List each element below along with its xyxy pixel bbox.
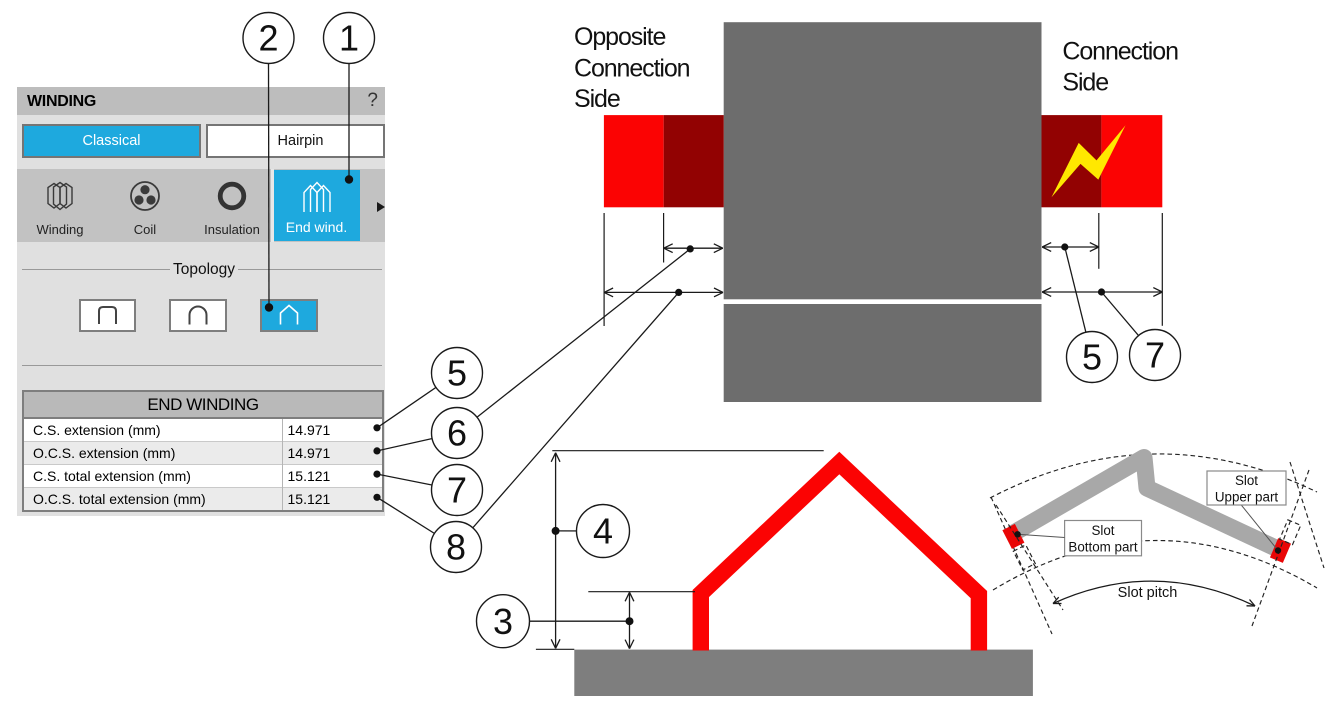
svg-text:Connection: Connection <box>574 55 690 83</box>
svg-text:Bottom part: Bottom part <box>1068 539 1137 554</box>
svg-text:7: 7 <box>447 470 467 511</box>
svg-text:5: 5 <box>447 353 467 394</box>
svg-text:8: 8 <box>446 527 466 568</box>
svg-text:Opposite: Opposite <box>574 23 665 51</box>
svg-text:2: 2 <box>258 18 278 59</box>
svg-text:1: 1 <box>339 18 359 59</box>
svg-text:4: 4 <box>593 511 613 552</box>
svg-text:7: 7 <box>1145 335 1165 376</box>
svg-text:Slot: Slot <box>1235 473 1258 488</box>
svg-text:Slot: Slot <box>1091 523 1114 538</box>
svg-text:Connection: Connection <box>1062 38 1178 66</box>
svg-text:6: 6 <box>447 413 467 454</box>
svg-text:Slot pitch: Slot pitch <box>1118 585 1178 601</box>
svg-text:Side: Side <box>1062 69 1108 97</box>
svg-text:Upper part: Upper part <box>1215 489 1279 504</box>
svg-text:5: 5 <box>1082 337 1102 378</box>
svg-text:Side: Side <box>574 85 620 113</box>
svg-text:3: 3 <box>493 601 513 642</box>
